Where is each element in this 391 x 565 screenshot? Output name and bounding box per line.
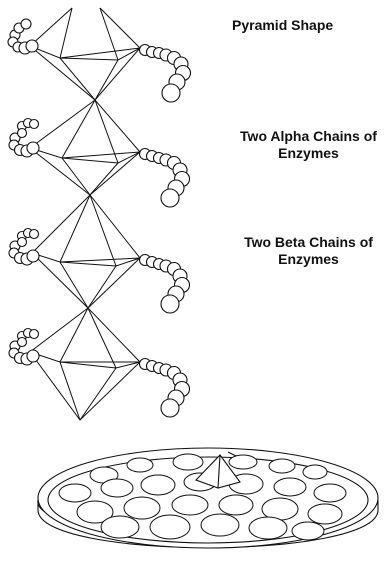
right-chain-1 (138, 43, 192, 103)
alpha-chains-label: Two Alpha Chains of Enzymes (226, 128, 391, 162)
pyramid-shape-label: Pyramid Shape (232, 17, 334, 33)
dish-rim-gap (227, 451, 237, 457)
pyramid-unit-1 (29, 7, 141, 101)
right-chain-4 (138, 357, 191, 418)
alpha-chains-label-line1: Two Alpha Chains of (240, 128, 377, 144)
left-chain-2 (8, 117, 40, 158)
left-chain-4 (8, 327, 40, 366)
petri-dish (37, 447, 379, 549)
right-chains (138, 43, 192, 418)
blood-cells (58, 453, 347, 541)
right-chain-3 (138, 253, 191, 314)
beta-chains-label: Two Beta Chains of Enzymes (226, 234, 391, 268)
pyramid-stack (29, 7, 141, 421)
pyramid-unit-3 (31, 194, 141, 309)
alpha-chains-label-line2: Enzymes (278, 145, 339, 161)
left-chains (7, 18, 40, 366)
beta-chains-label-line2: Enzymes (278, 251, 339, 267)
dish-pyramid (195, 454, 241, 489)
right-chain-2 (138, 147, 191, 208)
left-chain-3 (8, 227, 40, 266)
pyramid-unit-2 (29, 99, 141, 196)
left-chain-1 (7, 18, 39, 55)
pyramid-unit-4 (29, 307, 141, 421)
beta-chains-label-line1: Two Beta Chains of (244, 234, 373, 250)
